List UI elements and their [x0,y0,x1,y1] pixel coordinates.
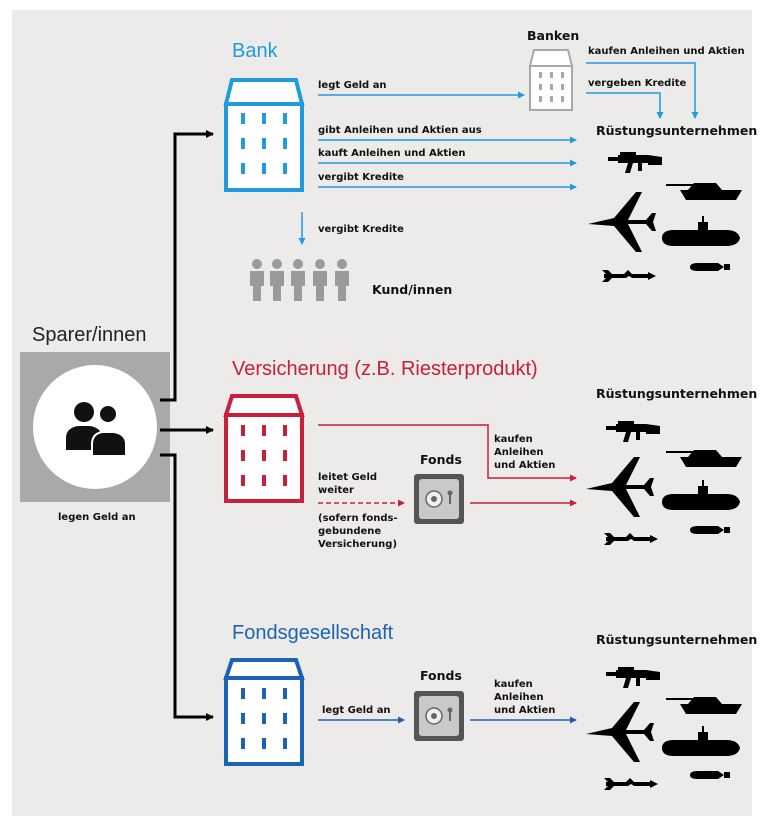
fund-company-buys: kaufen Anleihen und Aktien [494,679,556,716]
rifle-icon [608,152,662,173]
jet-icon [586,457,654,517]
safe-icon-insurance [413,473,465,525]
bank-flow-issue: gibt Anleihen und Aktien aus [318,125,482,136]
torpedo-icon [690,263,730,271]
fund-building-icon [223,658,305,766]
insurance-arrows [318,424,577,507]
insurance-pass-on: leitet Geld weiter [318,472,378,496]
submarine-icon [662,216,740,246]
fund-company-target: Rüstungsunternehmen [596,632,758,647]
customers-icon [250,259,349,301]
fund-company-fund-label: Fonds [420,668,462,683]
torpedo-icon [690,526,730,534]
bank-down-flow: vergibt Kredite [318,224,404,235]
banks-flow-buy: kaufen Anleihen und Aktien [588,46,745,57]
fund-company-title: Fondsgesellschaft [232,622,394,644]
bank-arrows [298,62,699,245]
insurance-buys: kaufen Anleihen und Aktien [494,434,556,471]
tank-icon [666,697,742,714]
bank-flow-invest: legt Geld an [318,80,387,91]
insurance-target: Rüstungsunternehmen [596,386,758,401]
bank-flow-credit: vergibt Kredite [318,172,404,183]
bank-target: Rüstungsunternehmen [596,123,758,138]
fund-company-invest: legt Geld an [322,705,391,716]
people-icon [66,402,127,457]
torpedo-icon [690,771,730,779]
insurance-note: (sofern fonds- gebundene Versicherung) [318,513,398,550]
rifle-icon [606,421,660,442]
submarine-icon [662,480,740,510]
tank-icon [666,450,742,467]
banks-building-icon [528,49,574,111]
banks-label: Banken [527,28,580,43]
jet-icon [586,702,654,762]
jet-icon [588,192,656,252]
weapons-group-fund [586,667,742,790]
savers-caption: legen Geld an [58,512,136,523]
savers-title: Sparer/innen [32,324,147,346]
savers-arrows [160,130,214,721]
weapons-group-bank [588,152,742,282]
rifle-icon [606,667,660,688]
missile-icon [602,270,656,282]
banks-flow-credit: vergeben Kredite [588,78,687,89]
customers-label: Kund/innen [372,282,453,297]
bank-title: Bank [232,40,278,62]
bank-flow-buy: kauft Anleihen und Aktien [318,148,466,159]
missile-icon [604,533,658,545]
weapons-group-insurance [586,421,742,545]
missile-icon [604,778,658,790]
tank-icon [666,183,742,200]
savers-circle [33,365,157,489]
building-icon [223,78,305,192]
submarine-icon [662,726,740,756]
insurance-title: Versicherung (z.B. Riesterprodukt) [232,358,538,380]
safe-icon-fund [413,690,465,742]
insurance-fund-label: Fonds [420,452,462,467]
insurance-building-icon [223,394,305,503]
